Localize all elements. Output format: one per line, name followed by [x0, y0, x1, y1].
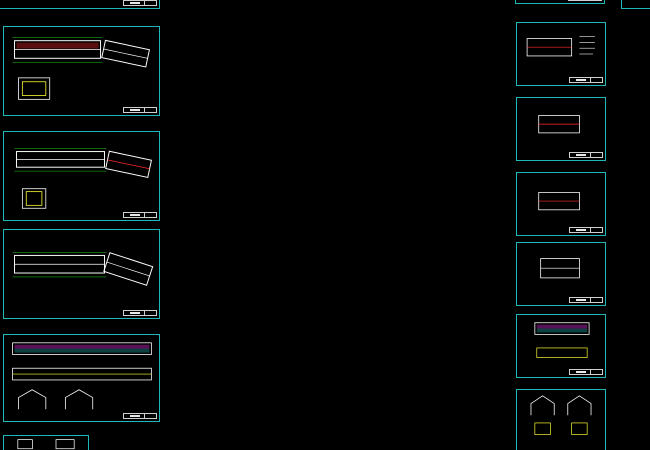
grid-lines: [12, 37, 103, 63]
drawing-sheet-plan-a[interactable]: [516, 97, 606, 161]
front-elevation: [12, 342, 152, 355]
title-block: [123, 0, 157, 6]
sections: [18, 389, 94, 410]
drawing-sheet-floor-plan-3[interactable]: [3, 229, 160, 319]
drawing-sheet-floor-plan-1[interactable]: [3, 26, 160, 116]
title-block: [569, 77, 603, 83]
elevation-drawing: [534, 322, 590, 358]
notes-block: [579, 36, 595, 55]
plan-straight-wing: [14, 254, 105, 274]
drawing-sheet-top-left[interactable]: [0, 0, 160, 9]
rear-elevation: [12, 367, 152, 381]
floor-plan-drawing: [12, 252, 154, 286]
floor-plan-drawing: [540, 258, 580, 279]
title-block: [569, 152, 603, 158]
floor-plan-drawing: [538, 115, 580, 134]
drawing-sheet-elevation-small[interactable]: [516, 314, 606, 378]
grid-lines: [12, 252, 107, 278]
plan-angled-wing: [103, 252, 154, 286]
partial-drawing: [17, 439, 75, 450]
drawing-sheet-corner[interactable]: [621, 0, 650, 9]
detail-plan: [18, 77, 51, 100]
drawing-sheet-plan-notes[interactable]: [516, 22, 606, 86]
elevation-drawing: [12, 342, 152, 410]
title-block: [123, 107, 157, 113]
drawing-sheet-bottom-left[interactable]: [3, 435, 89, 450]
drawing-sheet-floor-plan-2[interactable]: [3, 131, 160, 221]
drawing-sheet-sections-small[interactable]: [516, 389, 606, 450]
floor-plan-drawing: [14, 148, 153, 209]
title-block: [123, 310, 157, 316]
plan-angled-wing: [105, 150, 153, 178]
title-block: [123, 413, 157, 419]
section-drawing: [530, 395, 592, 435]
title-block: [569, 369, 603, 375]
floor-plan-drawing: [538, 191, 580, 211]
floor-plan-drawing: [526, 36, 595, 57]
drawing-sheet-elevations[interactable]: [3, 334, 160, 422]
title-block: [569, 297, 603, 303]
plan-angled-wing: [101, 39, 151, 68]
title-block: [569, 227, 603, 233]
plan-straight-wing: [14, 40, 102, 59]
title-block: [123, 212, 157, 218]
title-block: [568, 0, 602, 1]
drawing-sheet-plan-b[interactable]: [516, 172, 606, 236]
drawing-sheet-plan-c[interactable]: [516, 242, 606, 306]
stair-detail: [21, 188, 47, 209]
grid-lines: [14, 148, 107, 172]
drawing-sheet-top-right[interactable]: [515, 0, 605, 4]
floor-plan-drawing: [12, 37, 151, 100]
plan-straight-wing: [15, 151, 105, 168]
